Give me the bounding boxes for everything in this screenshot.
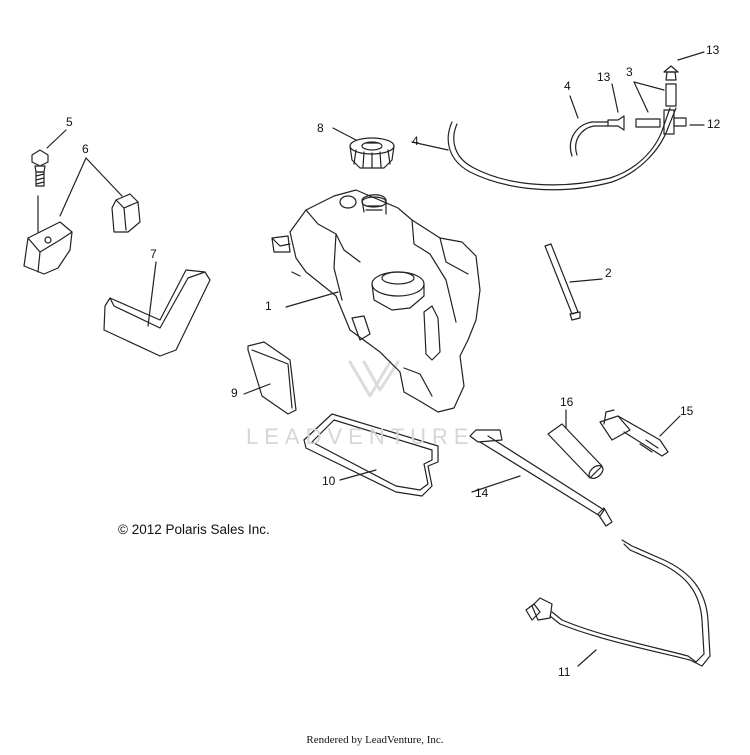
part-7-pad [103,269,211,357]
callout-6: 6 [82,142,89,156]
part-3-hose-upper [665,83,677,107]
callout-13-left: 13 [597,70,611,84]
part-4-short-hose-edge [575,125,609,156]
callout-15: 15 [680,404,694,418]
part-10-plate [303,413,439,497]
callout-4-lower: 4 [412,134,419,148]
watermark-text: LEADVENTURE [246,424,475,449]
part-14-tube [469,429,613,527]
part-9-pad [247,341,297,415]
part-5-bolt [31,149,49,187]
leader-line [471,475,521,493]
watermark-logo [348,360,400,398]
leader-line [85,157,123,197]
callout-2: 2 [605,266,612,280]
part-8-fuel-cap [349,137,395,169]
callout-11: 11 [558,665,571,679]
part-13-check-valve-top [663,65,679,81]
part-11-fuel-line [525,539,711,667]
callout-16: 16 [560,395,574,409]
part-1-fuel-tank [271,189,481,413]
leader-line [46,129,67,149]
callout-13-top: 13 [706,43,720,57]
rendered-by-credit: Rendered by LeadVenture, Inc. [306,734,444,746]
leader-line [285,291,339,308]
leader-line [633,81,665,91]
leader-line [569,95,579,119]
leader-line [411,141,449,151]
leader-line [569,278,603,283]
part-12-tee-fitting [663,109,687,135]
part-4-hose [447,107,677,191]
leader-line [147,261,157,327]
callout-3: 3 [626,65,633,79]
part-6-bracket-right [111,193,141,233]
callout-12: 12 [707,117,721,131]
callout-1: 1 [265,299,272,313]
part-4-short-hose [569,121,609,157]
leader-line [59,157,87,217]
callout-5: 5 [66,115,73,129]
leader-line [339,469,377,481]
leader-line [243,383,271,395]
part-6-bracket-left [23,221,73,275]
leader-line [611,83,619,113]
leader-line [677,51,705,61]
copyright-notice: © 2012 Polaris Sales Inc. [118,522,270,537]
part-16-sleeve [547,423,604,480]
part-13-check-valve-left [607,115,625,131]
callout-4-upper: 4 [564,79,571,93]
leader-line [332,127,357,141]
callout-10: 10 [322,474,336,488]
leader-line [633,81,649,113]
part-3-hose-left [635,118,661,128]
leader-line [577,649,597,667]
leader-line [659,415,681,437]
callout-8: 8 [317,121,324,135]
callout-9: 9 [231,386,238,400]
callout-7: 7 [150,247,157,261]
callout-14: 14 [475,486,489,500]
part-4-hose-edge [453,107,671,186]
part-2-strap [544,243,581,321]
part-15-clamp [599,409,669,457]
